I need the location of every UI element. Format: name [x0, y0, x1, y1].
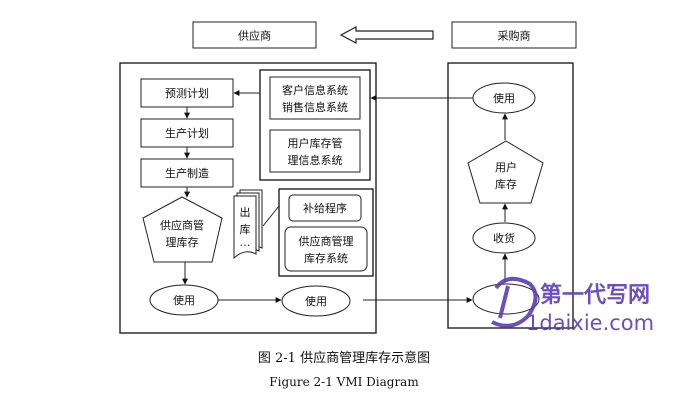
outbound-label-1: 出: [240, 205, 251, 219]
hollow-left-arrow: [339, 26, 434, 44]
use-middle-ellipse: 使用: [281, 285, 351, 317]
user-inventory-label-2: 库存: [495, 177, 517, 191]
supplier-mgmt-label-2: 库存系统: [304, 251, 348, 265]
production-plan-box: 生产计划: [140, 118, 234, 148]
user-inventory-mgmt-box: 用户库存管 理信息系统: [269, 129, 361, 173]
figure-caption-chinese: 图 2-1 供应商管理库存示意图: [257, 351, 431, 366]
user-inventory-label-1: 用户: [495, 160, 517, 174]
purchaser-container: [447, 62, 574, 329]
customer-info-label-2: 销售信息系统: [282, 100, 348, 114]
manufacturing-box: 生产制造: [140, 158, 234, 188]
replenishment-group: [278, 188, 374, 277]
supplier-label: 供应商: [238, 29, 271, 43]
use-left-ellipse: 使用: [149, 284, 219, 316]
replenishment-box: 补给程序: [288, 194, 362, 222]
replenishment-label: 补给程序: [303, 201, 347, 215]
outbound-label-2: 库: [240, 223, 251, 236]
supplier-container: [119, 62, 377, 334]
vmi-inventory-label-2: 理库存: [166, 235, 199, 249]
receiving-label: 收货: [493, 231, 515, 245]
user-inventory-mgmt-label-1: 用户库存管: [288, 136, 343, 150]
figure-caption-english: Figure 2-1 VMI Diagram: [269, 375, 419, 389]
purchaser-box: 采购商: [451, 21, 577, 49]
watermark-text-en: 1daixie.com: [526, 311, 654, 335]
watermark-logo-icon: [491, 276, 538, 328]
vmi-inventory-label-1: 供应商管: [160, 218, 204, 232]
supplier-mgmt-system-box: 供应商管理 库存系统: [284, 226, 368, 272]
use-middle-label: 使用: [305, 295, 327, 308]
link-stack-to-replenishment: [262, 205, 280, 227]
use-buyer-top-label: 使用: [493, 92, 515, 105]
watermark: 第一代写网 1daixie.com: [491, 276, 654, 335]
forecast-plan-label: 预测计划: [165, 87, 209, 100]
manufacturing-label: 生产制造: [165, 166, 209, 180]
outbound-label-3: …: [240, 236, 251, 249]
use-left-label: 使用: [173, 294, 195, 307]
info-systems-group: [259, 69, 371, 181]
use-buyer-top-ellipse: 使用: [472, 82, 536, 114]
user-inventory-mgmt-label-2: 理信息系统: [288, 153, 343, 167]
purchaser-label: 采购商: [498, 29, 531, 43]
vmi-inventory-pentagon: 供应商管 理库存: [142, 196, 223, 263]
supplier-box: 供应商: [192, 21, 317, 49]
customer-info-system-box: 客户信息系统 销售信息系统: [269, 76, 361, 120]
production-plan-label: 生产计划: [165, 126, 209, 140]
receiving-ellipse: 收货: [472, 222, 536, 254]
outbound-document-stack: 出 库 …: [233, 189, 263, 260]
supplier-mgmt-label-1: 供应商管理: [299, 234, 354, 248]
customer-info-label-1: 客户信息系统: [282, 83, 348, 97]
watermark-text-cn: 第一代写网: [540, 282, 650, 308]
user-inventory-pentagon: 用户 库存: [467, 140, 544, 204]
forecast-plan-box: 预测计划: [140, 78, 234, 108]
